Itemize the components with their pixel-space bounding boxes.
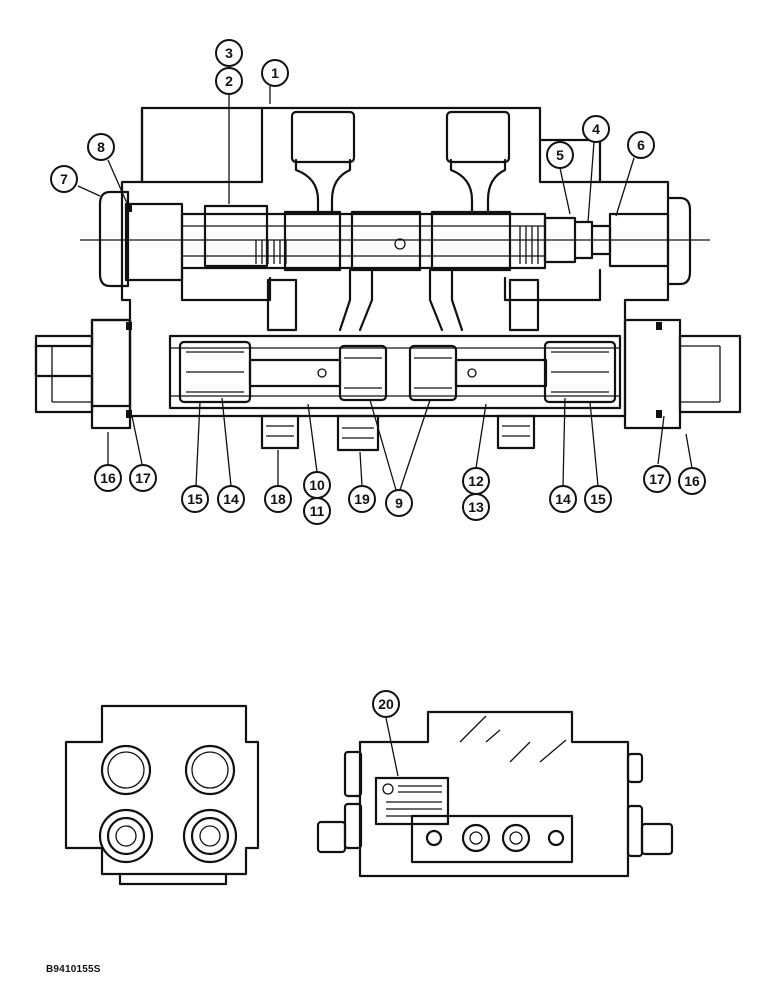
- svg-text:3: 3: [225, 45, 233, 61]
- callout-9: 9: [385, 489, 413, 517]
- callout-15-left: 15: [181, 485, 209, 513]
- svg-text:8: 8: [97, 139, 105, 155]
- callout-5: 5: [546, 141, 574, 169]
- valve-side-view: [316, 710, 674, 878]
- callout-14-left: 14: [217, 485, 245, 513]
- svg-text:14: 14: [223, 491, 239, 507]
- valve-section-view: [34, 106, 742, 452]
- figure-code: B9410155S: [46, 964, 101, 975]
- svg-text:16: 16: [100, 470, 116, 486]
- callout-3: 3: [215, 39, 243, 67]
- callout-16-left: 16: [94, 464, 122, 492]
- callout-11: 11: [303, 497, 331, 525]
- spool-grooves: [255, 226, 539, 264]
- callout-1: 1: [261, 59, 289, 87]
- svg-text:7: 7: [60, 171, 68, 187]
- valve-end-view: [64, 704, 260, 886]
- svg-text:4: 4: [592, 121, 600, 137]
- svg-text:16: 16: [684, 473, 700, 489]
- callout-4: 4: [582, 115, 610, 143]
- callout-6: 6: [627, 131, 655, 159]
- callout-14-right: 14: [549, 485, 577, 513]
- svg-text:14: 14: [555, 491, 571, 507]
- svg-text:6: 6: [637, 137, 645, 153]
- callout-7: 7: [50, 165, 78, 193]
- callout-16-right: 16: [678, 467, 706, 495]
- svg-text:15: 15: [187, 491, 203, 507]
- callout-18: 18: [264, 485, 292, 513]
- callout-13: 13: [462, 493, 490, 521]
- callout-12: 12: [462, 467, 490, 495]
- leader-lines: [77, 86, 693, 777]
- svg-text:15: 15: [590, 491, 606, 507]
- identification-plate: [374, 776, 450, 826]
- svg-text:12: 12: [468, 473, 484, 489]
- svg-text:20: 20: [378, 696, 394, 712]
- callout-17-left: 17: [129, 464, 157, 492]
- callout-15-right: 15: [584, 485, 612, 513]
- svg-text:19: 19: [354, 491, 370, 507]
- svg-text:2: 2: [225, 73, 233, 89]
- callout-2: 2: [215, 67, 243, 95]
- svg-text:17: 17: [135, 470, 151, 486]
- callout-20: 20: [372, 690, 400, 718]
- svg-text:17: 17: [649, 471, 665, 487]
- callout-17-right: 17: [643, 465, 671, 493]
- callout-19: 19: [348, 485, 376, 513]
- callout-10: 10: [303, 471, 331, 499]
- callout-8: 8: [87, 133, 115, 161]
- svg-text:18: 18: [270, 491, 286, 507]
- svg-text:11: 11: [310, 503, 325, 519]
- svg-text:9: 9: [395, 495, 403, 511]
- svg-text:5: 5: [556, 147, 564, 163]
- svg-text:1: 1: [271, 65, 279, 81]
- svg-text:10: 10: [309, 477, 325, 493]
- svg-text:13: 13: [468, 499, 484, 515]
